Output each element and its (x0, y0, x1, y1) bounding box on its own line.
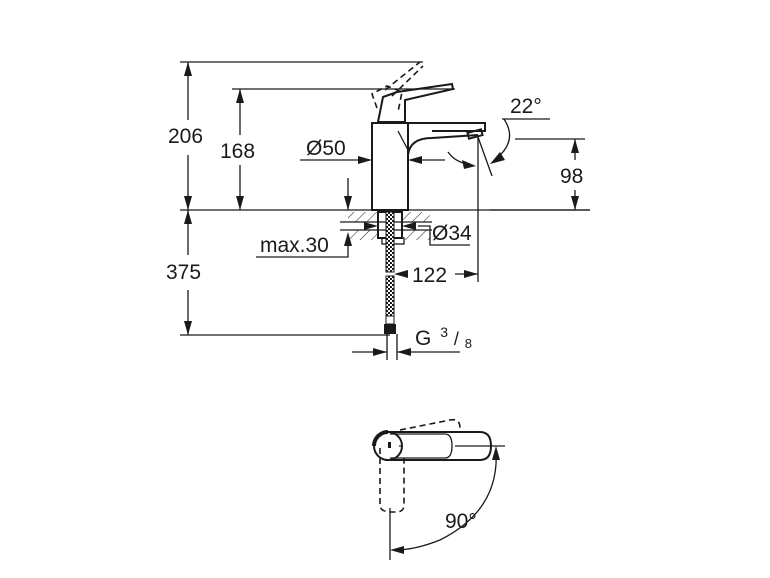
dim-diameter-34-label: Ø34 (432, 222, 472, 245)
dim-max-30: max.30 (256, 178, 352, 258)
dim-375: 375 (166, 210, 201, 335)
dim-thread-g38: G 3 / 8 (352, 319, 472, 356)
dim-max-30-label: max.30 (260, 234, 329, 257)
dim-diameter-34: Ø34 (418, 222, 472, 246)
svg-text:G 3 /: G 3 / 8 (415, 319, 472, 351)
dim-angle-90: 90° (389, 445, 505, 560)
top-view: 90° (372, 418, 505, 560)
side-view: 206 168 375 (166, 61, 590, 360)
dim-98: 98 (490, 138, 590, 211)
dim-122-label: 122 (412, 264, 447, 287)
dim-angle-90-label: 90° (445, 510, 477, 533)
dim-206-label: 206 (168, 125, 203, 148)
dim-angle-22-label: 22° (510, 95, 542, 118)
faucet-body (371, 61, 486, 211)
dim-122: 122 (394, 137, 479, 287)
dim-375-label: 375 (166, 261, 201, 284)
dim-98-label: 98 (560, 165, 583, 188)
countertop-section (340, 211, 432, 245)
thread-prefix: G (415, 327, 431, 350)
dim-angle-22: 22° (447, 95, 550, 177)
dim-diameter-50: Ø50 (300, 137, 445, 164)
dim-168: 168 (220, 89, 255, 210)
dim-168-label: 168 (220, 140, 255, 163)
thread-denominator: 8 (465, 336, 472, 351)
supply-hose (384, 211, 398, 360)
thread-numerator: 3 (440, 324, 448, 340)
dim-206: 206 (168, 62, 203, 210)
dim-diameter-50-label: Ø50 (306, 137, 346, 160)
